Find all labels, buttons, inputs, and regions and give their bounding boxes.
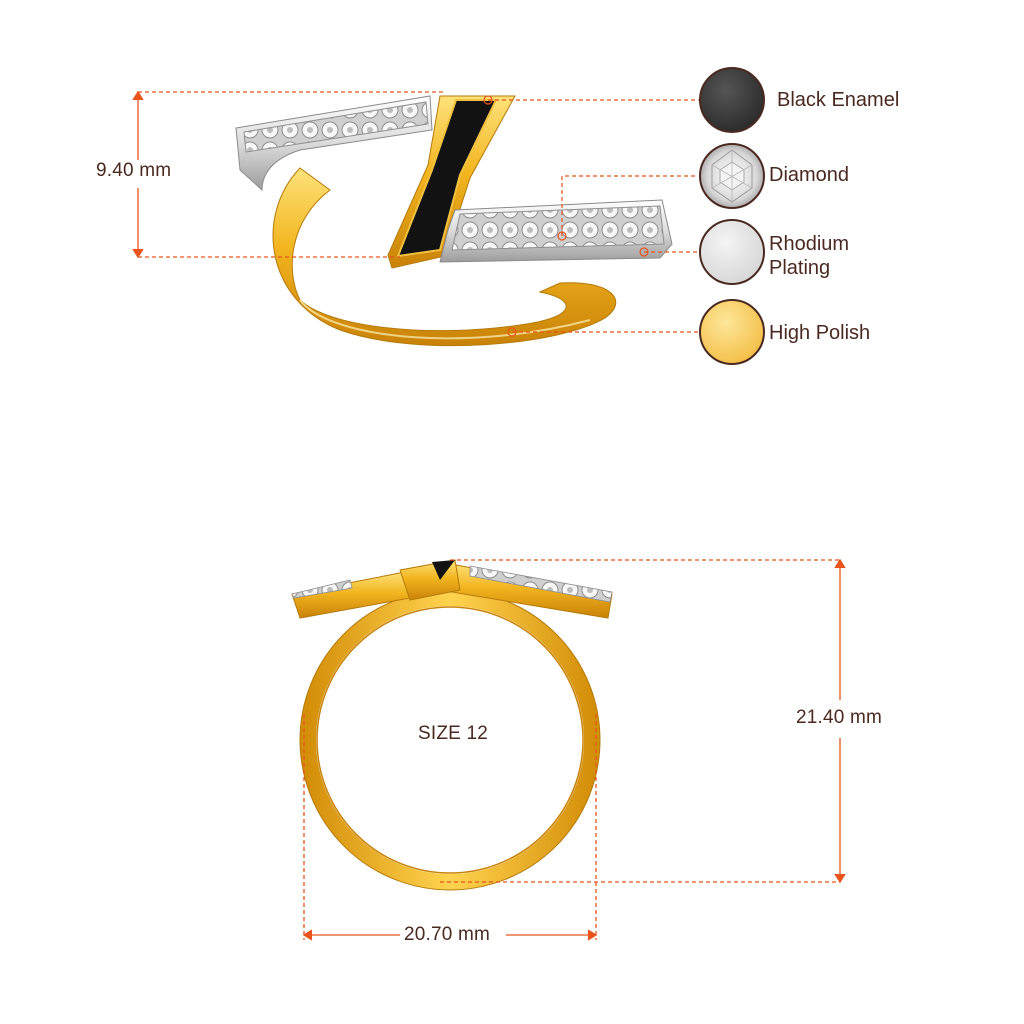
legend-label-diamond: Diamond bbox=[769, 164, 850, 186]
legend-leaders bbox=[483, 95, 700, 337]
legend-swatches bbox=[699, 67, 765, 365]
dimension-height-top bbox=[132, 90, 445, 259]
legend-label-high-polish: High Polish bbox=[769, 322, 871, 344]
rhodium-plating-swatch bbox=[699, 219, 765, 285]
legend-label-black-enamel: Black Enamel bbox=[777, 89, 900, 111]
legend-label-rhodium-plating: Rhodium Plating bbox=[769, 233, 850, 279]
size-label: SIZE 12 bbox=[418, 723, 489, 744]
height-front-label: 21.40 mm bbox=[796, 707, 883, 728]
width-front-label: 20.70 mm bbox=[404, 924, 491, 945]
high-polish-swatch bbox=[699, 299, 765, 365]
black-enamel-swatch bbox=[699, 67, 765, 133]
height-top-label: 9.40 mm bbox=[96, 160, 172, 181]
dimension-height-front bbox=[440, 558, 846, 884]
dimension-width-front bbox=[302, 714, 598, 941]
ring-top-view bbox=[235, 95, 673, 347]
diamond-swatch bbox=[699, 143, 765, 209]
